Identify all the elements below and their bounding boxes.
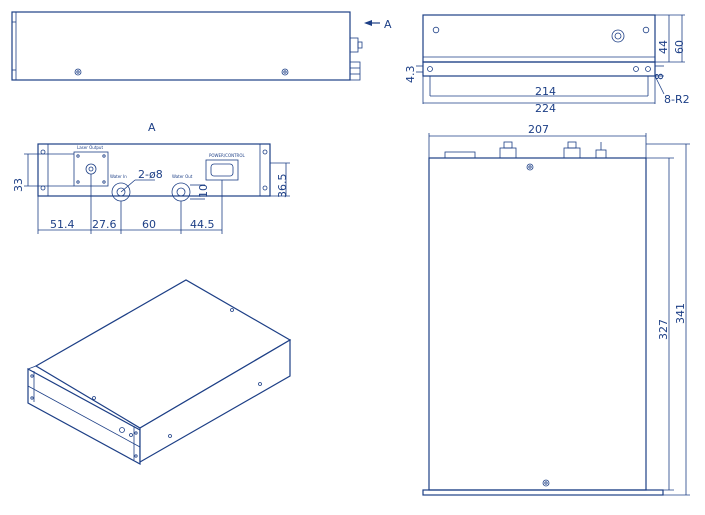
dim-8-r2: 8-R2 <box>664 93 690 106</box>
water-out-port-icon <box>171 182 191 202</box>
dim-44: 44 <box>657 40 670 54</box>
dim-4-3: 4.3 <box>404 66 417 84</box>
end-view: 214 224 44 60 4.3 8 8-R2 <box>404 14 690 115</box>
section-arrow-label: A <box>384 18 392 31</box>
laser-output-label: Laser Output <box>77 145 103 150</box>
water-out-label: Water Out <box>172 174 193 179</box>
dim-44-5: 44.5 <box>190 218 215 231</box>
dim-33: 33 <box>12 178 25 192</box>
dim-207: 207 <box>528 123 549 136</box>
dim-327: 327 <box>657 319 670 340</box>
dim-341: 341 <box>674 303 687 324</box>
dim-27-6: 27.6 <box>92 218 117 231</box>
water-in-label: Water In <box>110 174 127 179</box>
front-view: 207 327 341 <box>422 123 690 496</box>
section-title: A <box>148 121 156 134</box>
connector-label: POWER/CONTROL <box>209 153 245 158</box>
side-view-long: A <box>11 11 392 81</box>
dim-36-5: 36.5 <box>276 174 289 199</box>
dim-60: 60 <box>673 40 686 54</box>
dim-10: 10 <box>197 184 210 198</box>
dim-8: 8 <box>653 73 666 80</box>
dim-51-4: 51.4 <box>50 218 75 231</box>
section-a-view: A Laser Output Water In Water Out POWER/… <box>12 121 290 234</box>
screw-icon <box>74 68 82 76</box>
dim-224: 224 <box>535 102 556 115</box>
dim-water-hole: 2-ø8 <box>138 168 163 181</box>
dim-60-b: 60 <box>142 218 156 231</box>
screw-icon <box>281 68 289 76</box>
dim-214: 214 <box>535 85 556 98</box>
isometric-view <box>27 279 292 466</box>
connector-icon <box>611 29 625 43</box>
